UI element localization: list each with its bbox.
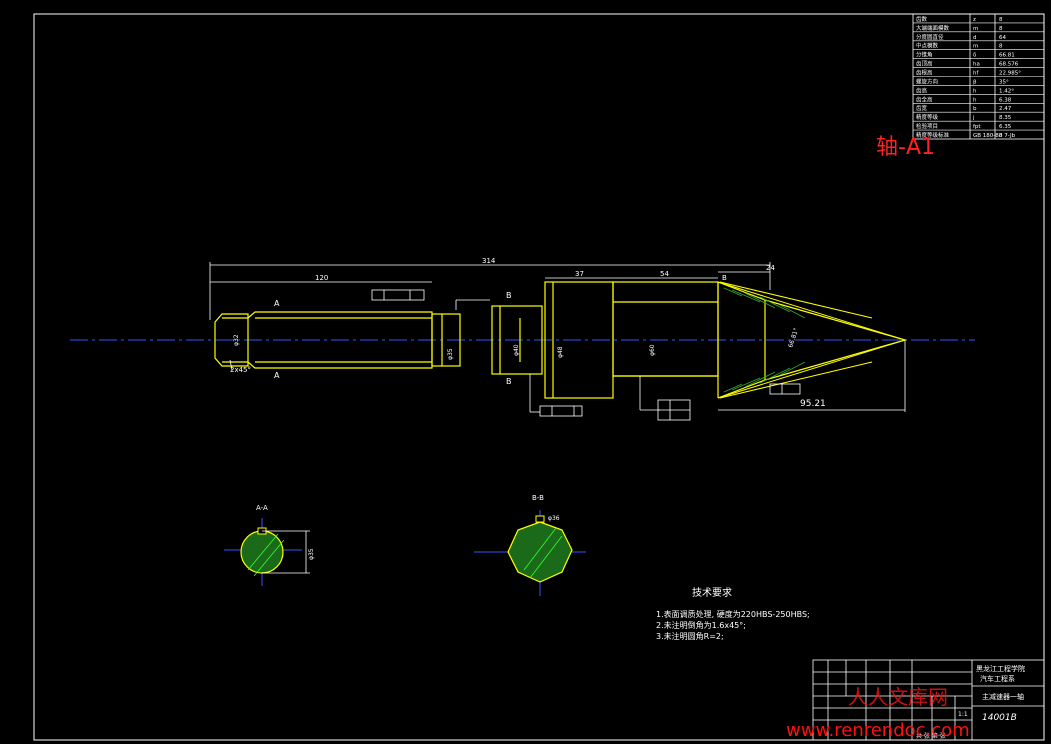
section-mark-b-bottom: B <box>506 377 512 386</box>
title-label: 轴-A1 <box>876 135 935 160</box>
gear-table-cell: 8 7-Jb <box>999 133 1016 139</box>
gear-table-cell: h <box>973 88 977 94</box>
gear-table-cell: 8 <box>999 44 1003 50</box>
gear-table-cell: 齿顶高 <box>916 60 933 68</box>
gear-table-cell: 6.38 <box>999 97 1012 103</box>
gear-table-cell: 22.985° <box>999 71 1021 77</box>
watermark-cn: 人人文库网 <box>848 685 948 709</box>
gear-table-cell: 齿高 <box>916 86 928 94</box>
gear-table: 齿数 z 8 大端端面模数 m 8 分度圆直径 d 64 中点模数 m 8 分锥角 δ 66.81 齿顶高 ha… <box>916 15 1021 139</box>
gear-table-cell: 8.35 <box>999 115 1012 121</box>
gear-table-cell: 分度圆直径 <box>916 33 944 41</box>
gear-table-cell: β <box>973 79 977 85</box>
title-block-school: 黑龙江工程学院 <box>976 664 1025 673</box>
gear-table-cell: 齿宽 <box>916 104 928 112</box>
gear-table-cell: 大端端面模数 <box>916 24 950 32</box>
section-mark-a-bottom: A <box>274 371 280 380</box>
section-mark-b-top: B <box>506 291 512 300</box>
dim-chamfer: 2x45° <box>230 366 251 374</box>
shaft-outline <box>214 281 908 399</box>
gear-table-cell: δ <box>973 53 977 59</box>
gear-table-cell: 精度等级 <box>916 113 939 121</box>
dim-dia-2: φ35 <box>447 348 454 360</box>
gear-table-cell: ha <box>973 62 980 68</box>
dim-24: 24 <box>766 264 775 272</box>
tech-req-item-1: 1.表面调质处理, 硬度为220HBS-250HBS; <box>656 609 810 619</box>
section-bb <box>474 510 586 596</box>
section-bb-dim: φ36 <box>548 515 560 522</box>
gear-table-cell: d <box>973 35 977 41</box>
gear-table-cell: 螺旋方向 <box>916 77 938 85</box>
dimension-lines <box>209 262 906 413</box>
gear-table-cell: 68.576 <box>999 62 1019 68</box>
dim-cone-angle: 66.81° <box>787 327 800 348</box>
title-block-grid <box>812 659 1045 741</box>
title-block-sheet: 共 张 第 张 <box>916 732 946 740</box>
gear-table-cell: 齿全高 <box>916 95 933 103</box>
gear-table-cell: 35° <box>999 79 1009 85</box>
gear-table-cell: 齿数 <box>916 15 928 23</box>
section-mark-b-cone: B <box>722 274 727 282</box>
tech-req-item-2: 2.未注明倒角为1.6x45°; <box>656 620 746 630</box>
pinion-hatch <box>723 287 806 393</box>
dim-dia-3: φ40 <box>513 344 520 356</box>
gear-table-cell: fpt <box>973 124 981 130</box>
section-aa <box>224 518 310 586</box>
gear-table-row-lines <box>913 22 1044 131</box>
dim-37: 37 <box>575 270 584 278</box>
gear-table-cell: 齿根高 <box>916 69 933 77</box>
cone-projection <box>717 281 906 399</box>
gear-table-cell: 8 <box>999 26 1003 32</box>
gear-table-cell: 8 <box>999 17 1003 23</box>
gear-table-cell: 中点模数 <box>916 42 939 50</box>
gear-table-cell: 66.81 <box>999 53 1015 59</box>
title-block-dept: 汽车工程系 <box>980 674 1015 683</box>
gear-table-cell: m <box>973 44 978 50</box>
title-block-drawing-no: 14001B <box>982 713 1017 723</box>
dim-overall: 314 <box>482 257 496 265</box>
gdt-frames <box>371 289 801 421</box>
dim-dia-4: φ48 <box>557 346 564 358</box>
title-block-scale: 1:1 <box>958 711 968 718</box>
gear-table-cell: 2.47 <box>999 106 1012 112</box>
dim-dia-1: φ32 <box>233 334 240 346</box>
section-mark-a-top: A <box>274 299 280 308</box>
gear-table-cell: 精度等级标准 <box>916 131 950 139</box>
gear-table-cell: hf <box>973 71 979 77</box>
gear-table-cell: 6.35 <box>999 124 1012 130</box>
tech-req-heading: 技术要求 <box>692 586 732 599</box>
gear-table-cell: m <box>973 26 978 32</box>
gear-table-cell: h <box>973 97 977 103</box>
gear-table-cell: 1.42° <box>999 88 1014 94</box>
title-block-part: 主减速器一轴 <box>982 692 1024 701</box>
gear-table-cell: j <box>972 115 975 121</box>
watermark-url: www.renrendoc.com <box>786 720 970 741</box>
section-aa-dia: φ35 <box>308 548 315 560</box>
outer-frame <box>33 13 1045 741</box>
section-aa-label: A-A <box>256 504 268 512</box>
tech-req-item-3: 3.未注明圆角R=2; <box>656 631 724 641</box>
dim-cone-length: 95.21 <box>800 399 826 409</box>
gear-table-cell: 检验项目 <box>916 122 938 130</box>
gear-table-cell: 分锥角 <box>916 51 933 59</box>
gear-table-cell: GB 180-88 <box>973 133 1003 139</box>
gear-table-cell: z <box>973 17 976 23</box>
gear-table-cell: 64 <box>999 35 1006 41</box>
dim-54: 54 <box>660 270 669 278</box>
dim-left-length: 120 <box>315 274 328 282</box>
dim-dia-5: φ60 <box>649 344 656 356</box>
section-bb-label: B-B <box>532 494 544 502</box>
gear-table-cell: b <box>973 106 977 112</box>
